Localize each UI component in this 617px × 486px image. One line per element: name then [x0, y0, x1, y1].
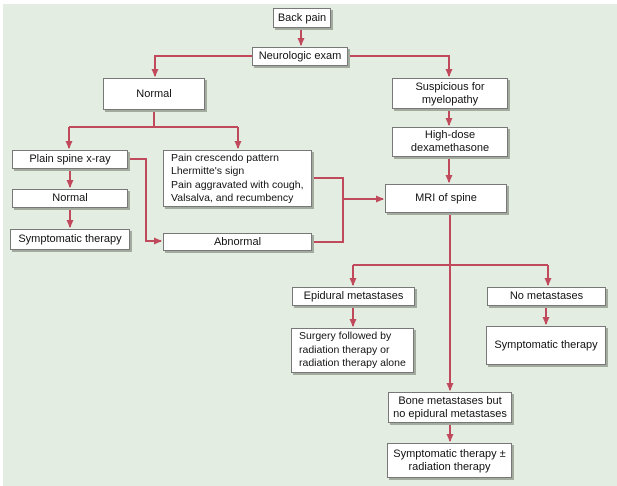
- node-abnormal: Abnormal: [163, 233, 312, 251]
- node-symptomatic-therapy-radiation: Symptomatic therapy ± radiation therapy: [387, 443, 512, 478]
- node-neurologic-exam: Neurologic exam: [252, 47, 348, 66]
- node-epidural-metastases: Epidural metastases: [292, 287, 415, 306]
- node-symptomatic-therapy-right: Symptomatic therapy: [486, 326, 606, 365]
- node-back-pain: Back pain: [273, 8, 331, 28]
- node-symptomatic-therapy-left: Symptomatic therapy: [10, 229, 130, 250]
- node-xray-normal: Normal: [12, 189, 128, 208]
- node-red-flag-signs: Pain crescendo pattern Lhermitte's sign …: [163, 150, 312, 207]
- node-exam-normal: Normal: [103, 78, 205, 110]
- node-mri-of-spine: MRI of spine: [385, 184, 507, 213]
- node-high-dose-dexamethasone: High-dose dexamethasone: [392, 127, 508, 157]
- node-surgery-radiation: Surgery followed by radiation therapy or…: [291, 328, 414, 373]
- node-suspicious-myelopathy: Suspicious for myelopathy: [392, 78, 508, 109]
- node-bone-metastases: Bone metastases but no epidural metastas…: [388, 392, 512, 423]
- node-plain-spine-xray: Plain spine x-ray: [12, 150, 128, 169]
- node-no-metastases: No metastases: [487, 287, 606, 306]
